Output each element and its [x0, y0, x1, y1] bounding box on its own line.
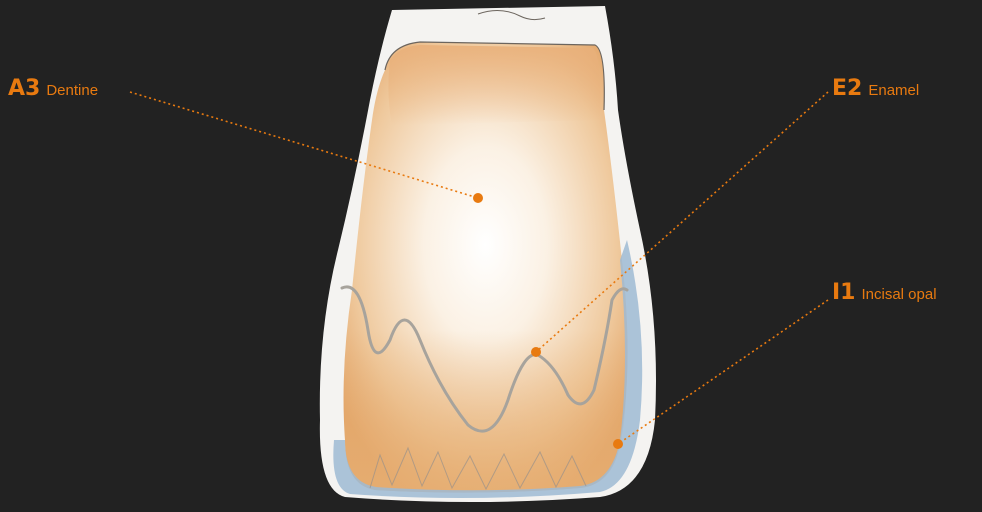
label-text-enamel: Enamel — [868, 82, 919, 99]
marker-dot-dentine — [473, 193, 483, 203]
label-dentine: A3 Dentine — [8, 78, 98, 100]
label-incisal-opal: I1 Incisal opal — [832, 282, 937, 304]
label-text-dentine: Dentine — [46, 82, 98, 99]
shade-code-a3: A3 — [8, 76, 40, 101]
dentine-bottom-shade — [344, 330, 626, 493]
label-enamel: E2 Enamel — [832, 78, 919, 100]
shade-code-i1: I1 — [832, 280, 856, 305]
label-text-incisal-opal: Incisal opal — [862, 286, 937, 303]
dentine-top-band — [388, 45, 600, 125]
shade-code-e2: E2 — [832, 76, 862, 101]
marker-dot-incisal — [613, 439, 623, 449]
marker-dot-enamel — [531, 347, 541, 357]
